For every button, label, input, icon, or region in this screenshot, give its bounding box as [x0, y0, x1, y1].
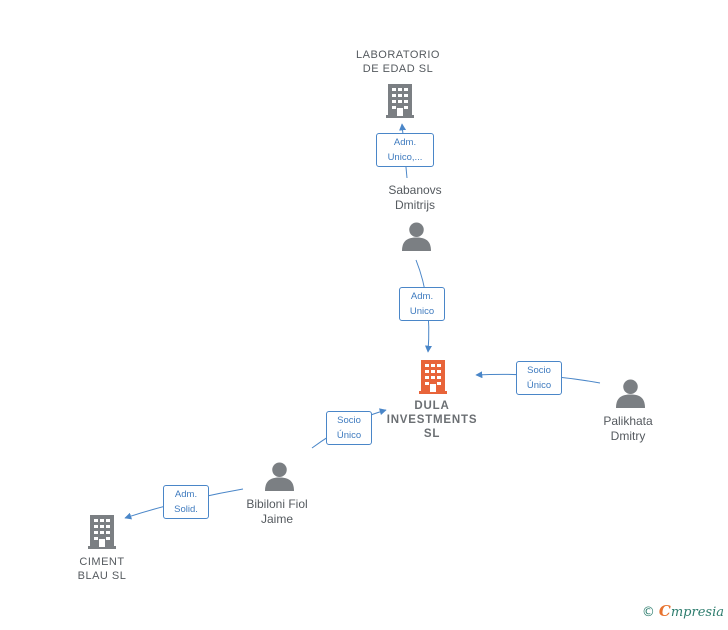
copyright-symbol: © [641, 605, 655, 620]
node-label-bibiloni[interactable]: Bibiloni Fiol Jaime [246, 497, 308, 526]
person-icon-palikhata[interactable] [616, 379, 645, 408]
person-icon-bibiloni[interactable] [265, 462, 294, 491]
brand-initial: C [658, 602, 671, 620]
node-label-ciment[interactable]: CIMENT BLAU SL [77, 556, 127, 582]
node-label-dula[interactable]: DULA INVESTMENTS SL [386, 400, 478, 440]
node-label-palikhata[interactable]: Palikhata Dmitry [603, 414, 653, 443]
person-icon-sabanovs[interactable] [402, 222, 431, 251]
edge-label-sabanovs-laboratorio[interactable]: Adm. Unico,... [376, 133, 434, 167]
icons-layer [88, 84, 645, 549]
empresia-logo: ©Cmpresia [642, 602, 724, 620]
node-label-laboratorio[interactable]: LABORATORIO DE EDAD SL [356, 49, 440, 75]
building-icon-dula[interactable] [419, 360, 447, 394]
edge-label-palikhata-dula[interactable]: Socio Único [516, 361, 562, 395]
building-icon-laboratorio[interactable] [386, 84, 414, 118]
edge-label-bibiloni-ciment[interactable]: Adm. Solid. [163, 485, 209, 519]
edge-label-sabanovs-dula[interactable]: Adm. Unico [399, 287, 445, 321]
edge-label-bibiloni-dula[interactable]: Socio Único [326, 411, 372, 445]
building-icon-ciment[interactable] [88, 515, 116, 549]
brand-name: mpresia [670, 605, 724, 620]
node-label-sabanovs[interactable]: Sabanovs Dmitrijs [388, 183, 442, 212]
